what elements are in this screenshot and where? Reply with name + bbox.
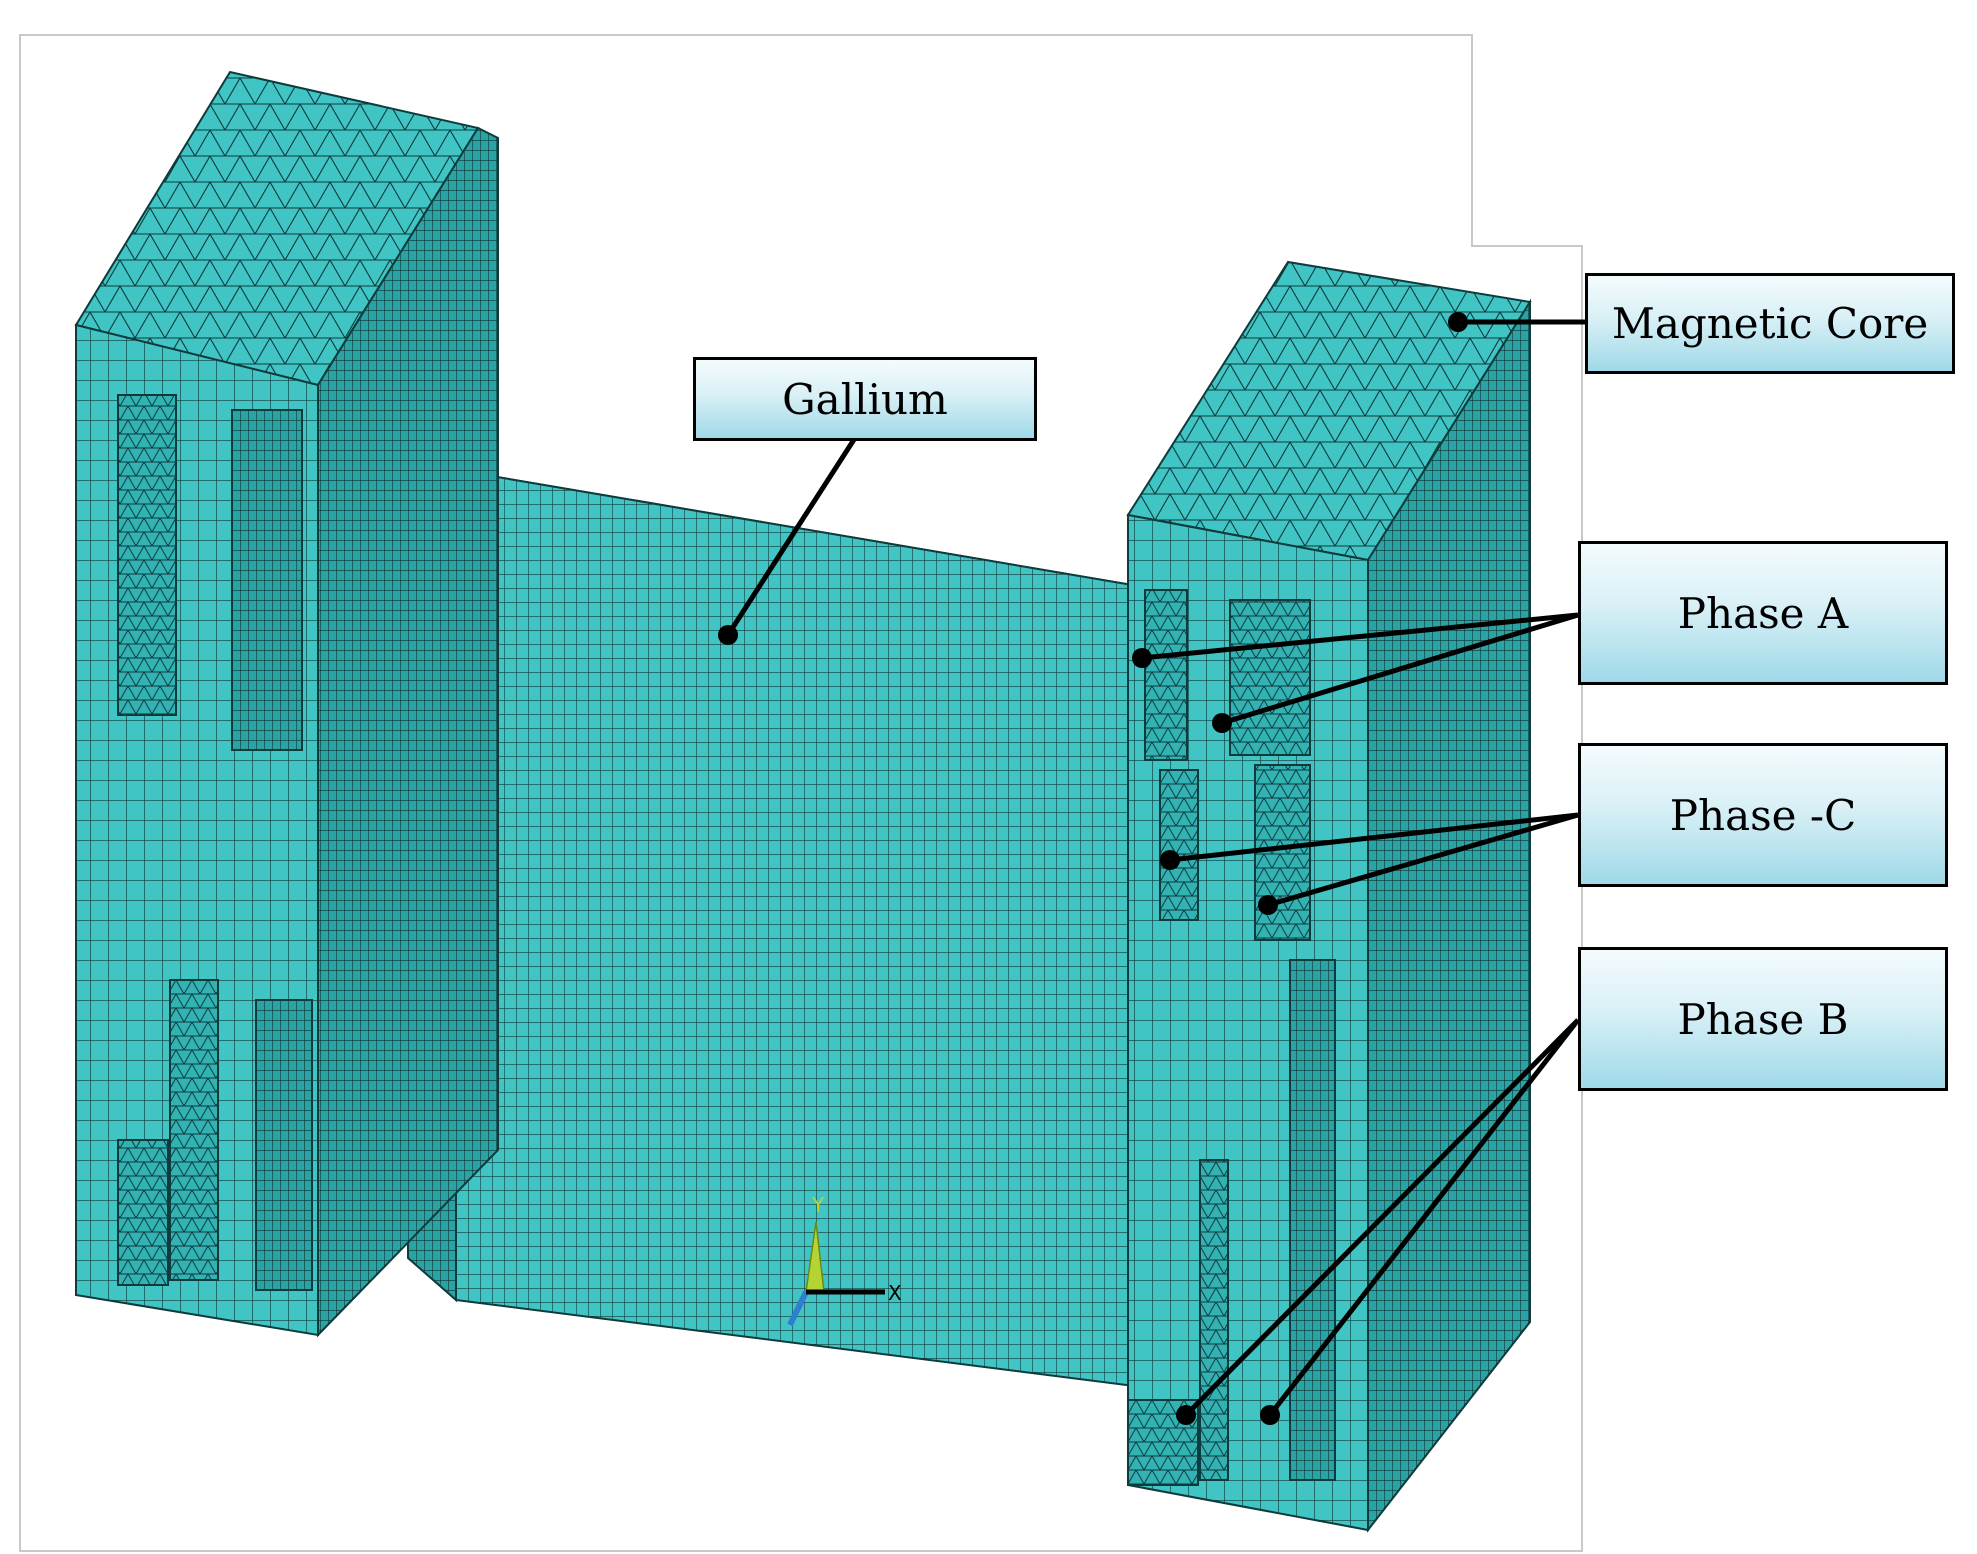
phase-c-dot-2: [1258, 895, 1278, 915]
axis-y-label: Y: [811, 1193, 825, 1217]
gallium-dot: [718, 625, 738, 645]
axis-x-label: X: [888, 1281, 902, 1305]
viewport-frame: [19, 34, 1583, 1552]
axis-z-arrow: [787, 1290, 809, 1327]
left-slot-bottom: [117, 1139, 169, 1286]
phase-c-leader-1: [1169, 812, 1579, 863]
right-slot-b-1: [1199, 1159, 1229, 1481]
axis-triad: Y X: [787, 1193, 902, 1327]
phase-c-dot-1: [1160, 850, 1180, 870]
phase-a-dot-2: [1212, 713, 1232, 733]
right-slot-a-1: [1144, 589, 1188, 761]
left-slot-lower: [169, 979, 219, 1281]
leader-dots: [718, 312, 1468, 1425]
gallium-label: Gallium: [693, 357, 1037, 441]
right-core: [1126, 260, 1532, 1533]
phase-c-leader-2: [1267, 812, 1579, 908]
phase-a-label: Phase A: [1578, 541, 1948, 685]
gallium-block: [407, 468, 1151, 1390]
phase-b-leader-1: [1184, 1018, 1580, 1417]
phase-b-dot-1: [1176, 1405, 1196, 1425]
phase-a-leader-1: [1141, 612, 1579, 661]
phase-neg-c-label: Phase -C: [1578, 743, 1948, 887]
right-slot-c-1: [1159, 769, 1199, 921]
left-slot-lower-2: [255, 999, 313, 1291]
left-slot-upper: [117, 394, 177, 716]
phase-a-leader-2: [1221, 612, 1579, 726]
leader-lines: [725, 319, 1590, 1417]
phase-a-dot-1: [1132, 648, 1152, 668]
right-slot-b-2: [1289, 959, 1336, 1481]
left-core: [74, 70, 499, 1338]
gallium-front-face: [455, 468, 1151, 1390]
magnetic-core-label: Magnetic Core: [1585, 273, 1955, 374]
phase-b-leader-2: [1268, 1018, 1580, 1417]
right-slot-a-2: [1229, 599, 1311, 756]
core-dot: [1448, 312, 1468, 332]
phase-b-dot-2: [1260, 1405, 1280, 1425]
gallium-leader: [725, 436, 858, 637]
left-slot-upper-2: [231, 409, 303, 751]
phase-b-label: Phase B: [1578, 947, 1948, 1091]
